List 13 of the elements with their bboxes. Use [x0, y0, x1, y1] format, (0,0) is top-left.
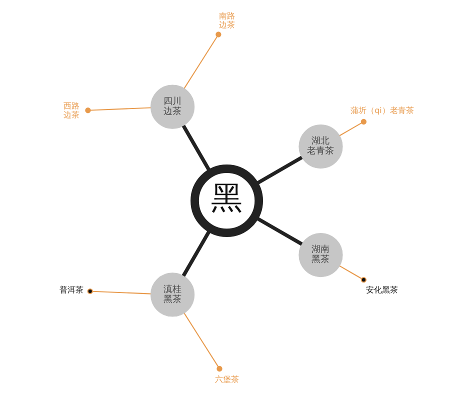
node-circle: 湖北老青茶	[298, 124, 342, 169]
connector	[183, 313, 222, 372]
connector	[86, 288, 150, 294]
node-circle: 滇桂黑茶	[150, 272, 194, 317]
node-text: 安化黑茶	[366, 285, 398, 294]
node-circle: 黑	[190, 164, 263, 238]
connector	[183, 32, 221, 89]
node-circle: 四川边茶	[150, 84, 194, 129]
node-text: 普洱茶	[58, 285, 83, 294]
connector	[338, 118, 366, 136]
connector	[338, 266, 366, 283]
connector	[84, 107, 150, 114]
node-circle: 湖南黑茶	[298, 232, 342, 278]
